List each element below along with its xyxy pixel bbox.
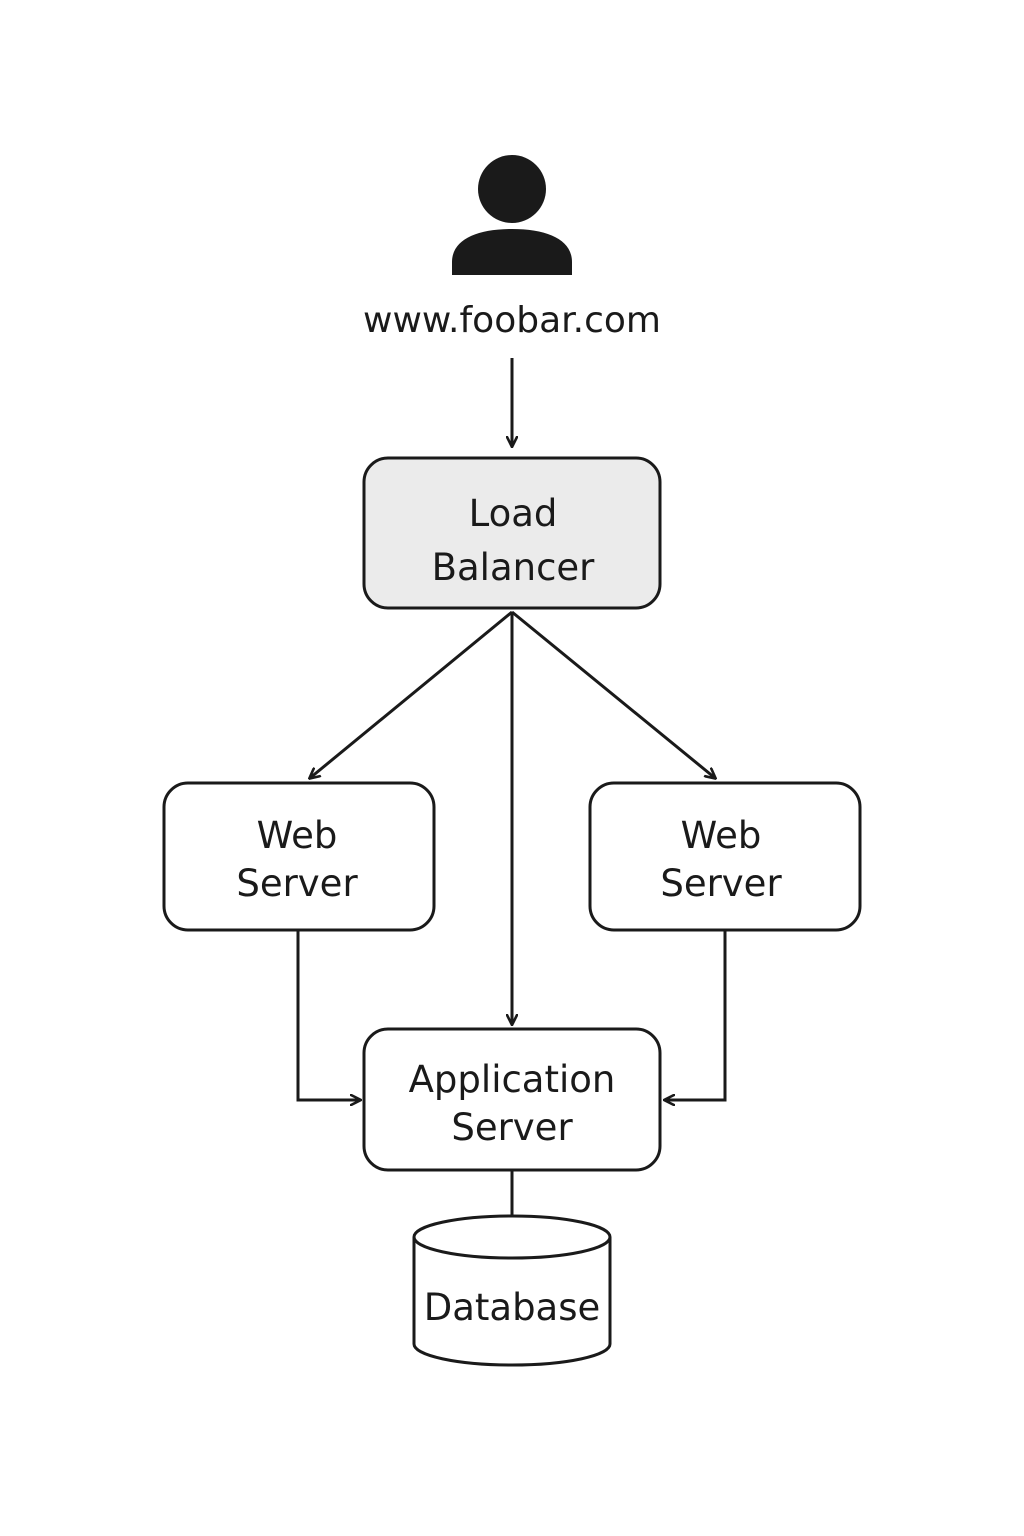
user-url-label: www.foobar.com — [363, 300, 661, 341]
application-server-label-line2: Server — [451, 1106, 573, 1149]
application-server-label-line1: Application — [409, 1058, 616, 1101]
database-cylinder-icon — [412, 1214, 612, 1367]
application-server-node: Application Server — [362, 1027, 662, 1172]
web-server-left-label-line1: Web — [257, 814, 338, 857]
load-balancer-box — [362, 456, 662, 610]
edge-web-server-right-to-application-server — [665, 930, 727, 1100]
load-balancer-label-line2: Balancer — [432, 546, 596, 589]
edge-load-balancer-to-web-server-right — [511, 610, 715, 778]
edge-web-server-left-to-application-server — [296, 930, 360, 1100]
web-server-left-label-line2: Server — [236, 862, 358, 905]
web-server-right-label-line2: Server — [660, 862, 782, 905]
web-server-left-node: Web Server — [162, 781, 436, 932]
load-balancer-label-line1: Load — [469, 492, 558, 535]
database-label: Database — [424, 1286, 601, 1329]
load-balancer-node: Load Balancer — [362, 456, 662, 610]
web-server-right-label-line1: Web — [681, 814, 762, 857]
web-server-right-node: Web Server — [588, 781, 862, 932]
user-icon — [452, 155, 572, 275]
edge-load-balancer-to-web-server-left — [310, 610, 513, 778]
